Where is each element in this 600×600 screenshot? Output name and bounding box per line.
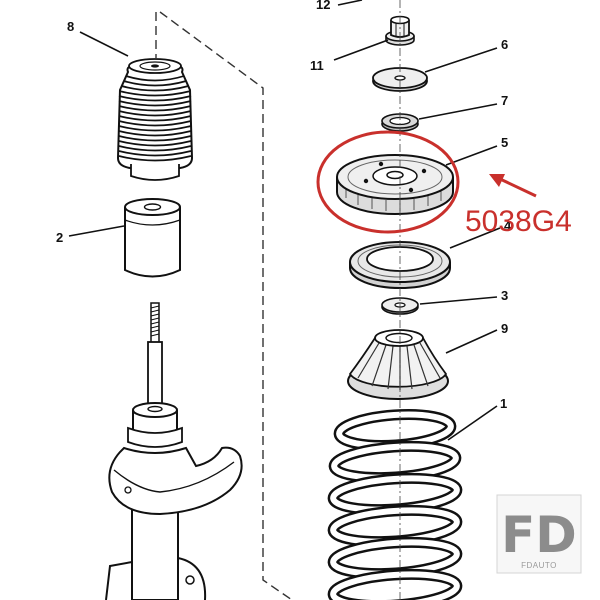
callout-2: 2	[56, 225, 125, 245]
bellows-bottom-collar	[130, 164, 180, 181]
callout-5-leader	[445, 145, 498, 166]
bump-stop-band	[124, 219, 181, 226]
callout-12: 12	[316, 0, 363, 12]
arrow-head	[489, 174, 505, 187]
strut-plate-edge	[113, 461, 235, 493]
callout-3: 3	[419, 288, 508, 305]
bellows-rib	[118, 150, 192, 157]
callout-11-leader	[333, 39, 389, 61]
bellows-rib	[118, 135, 192, 142]
arrow-shaft	[497, 176, 537, 198]
part-4-bearing	[349, 241, 451, 289]
callout-2-label: 2	[56, 230, 63, 245]
top-mount-bolt-hole	[378, 161, 384, 167]
nut-facets	[395, 23, 405, 37]
strut-thread-lines	[150, 305, 160, 337]
top-mount-bolt-hole	[408, 187, 414, 193]
callout-4-leader	[449, 227, 501, 249]
top-mount-groove	[347, 159, 443, 195]
watermark-logo: FD	[501, 506, 577, 564]
callout-7-label: 7	[501, 93, 508, 108]
callout-9-label: 9	[501, 321, 508, 336]
bellows-hole	[151, 64, 159, 68]
bellows-rib	[118, 145, 192, 152]
callout-7: 7	[418, 93, 508, 120]
strut-assembly	[105, 302, 243, 600]
callout-9-leader	[445, 329, 498, 354]
part-9-spring-seat	[347, 329, 449, 400]
callout-11-label: 11	[310, 58, 324, 73]
bellows-rib	[118, 140, 192, 147]
strut-knuckle-bracket	[105, 557, 207, 600]
arrow-icon	[489, 174, 537, 198]
top-mount-bolt-hole	[421, 168, 427, 174]
callout-8-leader	[79, 31, 129, 57]
part-5-top-mount	[336, 154, 454, 215]
callout-9: 9	[445, 321, 508, 354]
highlight-part-number: 5038G4	[465, 205, 572, 238]
strut-rod-seal	[147, 405, 163, 413]
bump-stop-hole	[143, 203, 162, 211]
callout-1-leader	[447, 405, 498, 441]
bellows-rib	[118, 125, 192, 132]
part-1-coil-spring	[327, 409, 463, 600]
strut-lower-body	[131, 499, 179, 600]
highlight-circle	[316, 130, 460, 234]
callout-11: 11	[310, 39, 389, 73]
bellows-rib	[118, 155, 192, 162]
top-mount-center-hole	[386, 170, 404, 180]
bellows-rib	[118, 105, 192, 112]
watermark-box	[496, 494, 582, 574]
bellows-rib	[118, 95, 192, 102]
callout-6-leader	[424, 47, 498, 73]
bellows-rib	[118, 100, 192, 107]
bellows-rib	[118, 110, 192, 117]
callout-2-leader	[68, 225, 125, 237]
spring-coil-highlight	[330, 571, 460, 600]
callout-3-leader	[419, 296, 498, 305]
part-2-bump-stop	[124, 198, 181, 278]
callout-8-label: 8	[67, 19, 74, 34]
strut-collar	[127, 426, 183, 448]
callout-8: 8	[67, 19, 129, 57]
callout-4-label: 4	[504, 218, 512, 233]
callout-4: 4	[449, 218, 512, 249]
bellows-rib	[118, 115, 192, 122]
bellows-rib	[118, 130, 192, 137]
top-mount-side-ribs	[345, 188, 442, 211]
bellows-rib	[118, 120, 192, 127]
strut-plate-hole	[124, 486, 132, 494]
bellows-rib	[125, 75, 185, 82]
bellows-ribs	[118, 75, 192, 162]
bump-stop-body	[124, 207, 181, 278]
callout-7-leader	[418, 103, 498, 120]
callout-1: 1	[447, 396, 507, 441]
watermark-brand: FDAUTO	[521, 561, 557, 570]
callout-3-label: 3	[501, 288, 508, 303]
callout-12-label: 12	[316, 0, 330, 12]
bellows-rib	[119, 90, 191, 97]
spring-seat-bore	[385, 332, 413, 344]
bellows-rib	[121, 85, 189, 92]
strut-bracket-bolt	[185, 575, 195, 585]
strut-rod	[147, 341, 163, 409]
callout-5: 5	[445, 135, 508, 166]
callout-1-label: 1	[500, 396, 507, 411]
strut-spring-plate	[108, 446, 243, 516]
callout-6-label: 6	[501, 37, 508, 52]
callout-5-label: 5	[501, 135, 508, 150]
watermark: FD FDAUTO	[496, 494, 582, 574]
assembly-dashed-line	[155, 11, 293, 600]
part-8-bellows	[116, 58, 194, 181]
bellows-rib	[123, 80, 187, 87]
callout-12-leader	[337, 0, 363, 6]
highlight-annotation: 5038G4	[316, 130, 572, 238]
top-mount-bolt-hole	[363, 178, 369, 184]
callout-6: 6	[424, 37, 508, 73]
